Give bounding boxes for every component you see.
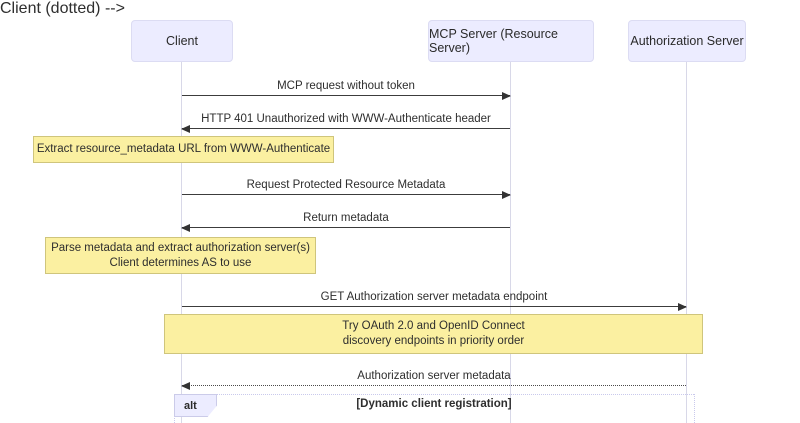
message-line: [181, 224, 510, 232]
message-get-as-metadata: GET Authorization server metadata endpoi…: [182, 289, 687, 311]
message-line-dotted: [181, 382, 686, 390]
message-label: Request Protected Resource Metadata: [246, 179, 446, 191]
message-as-metadata-response: Authorization server metadata: [181, 368, 686, 390]
actor-client-label: Client: [166, 34, 198, 48]
note-parse-metadata: Parse metadata and extract authorization…: [45, 237, 316, 274]
note-line: Try OAuth 2.0 and OpenID Connect: [342, 320, 525, 332]
lifeline-mcp-server: [510, 62, 511, 423]
actor-authorization-server: Authorization Server: [628, 20, 746, 62]
message-return-metadata: Return metadata: [181, 210, 510, 232]
lifeline-authorization-server: [686, 62, 687, 423]
alt-fragment-label: alt: [174, 394, 217, 417]
note-line: discovery endpoints in priority order: [342, 335, 525, 347]
arrowhead-left-icon: [181, 382, 190, 390]
message-label: MCP request without token: [277, 80, 415, 92]
note-extract-resource-metadata: Extract resource_metadata URL from WWW-A…: [33, 136, 334, 163]
arrowhead-right-icon: [502, 191, 511, 199]
alt-label-text: alt: [184, 399, 197, 412]
message-http-401: HTTP 401 Unauthorized with WWW-Authentic…: [181, 111, 510, 133]
message-mcp-request: MCP request without token: [182, 78, 511, 100]
message-label: Return metadata: [303, 212, 389, 224]
actor-mcp-server: MCP Server (Resource Server): [428, 20, 594, 62]
alt-frame-right-border: [694, 394, 695, 423]
arrowhead-right-icon: [502, 92, 511, 100]
actor-authorization-server-label: Authorization Server: [630, 34, 744, 48]
note-line: Client determines AS to use: [109, 256, 252, 269]
message-line: [182, 92, 511, 100]
alt-condition-label: [Dynamic client registration]: [356, 398, 512, 410]
message-request-prm: Request Protected Resource Metadata: [182, 177, 511, 199]
note-line: Parse metadata and extract authorization…: [51, 241, 310, 254]
arrowhead-left-icon: [181, 224, 190, 232]
note-try-discovery: Try OAuth 2.0 and OpenID Connect discove…: [164, 314, 703, 354]
arrowhead-left-icon: [181, 125, 190, 133]
message-line: [181, 125, 510, 133]
actor-mcp-server-label: MCP Server (Resource Server): [429, 27, 558, 55]
alt-frame-top-border: [174, 394, 694, 395]
actor-client: Client: [131, 20, 233, 62]
message-line: [182, 191, 511, 199]
message-line: [182, 303, 687, 311]
message-label: HTTP 401 Unauthorized with WWW-Authentic…: [201, 113, 491, 125]
note-line: Extract resource_metadata URL from WWW-A…: [36, 143, 331, 155]
arrowhead-right-icon: [678, 303, 687, 311]
message-label: GET Authorization server metadata endpoi…: [320, 291, 548, 303]
message-label: Authorization server metadata: [357, 370, 511, 382]
